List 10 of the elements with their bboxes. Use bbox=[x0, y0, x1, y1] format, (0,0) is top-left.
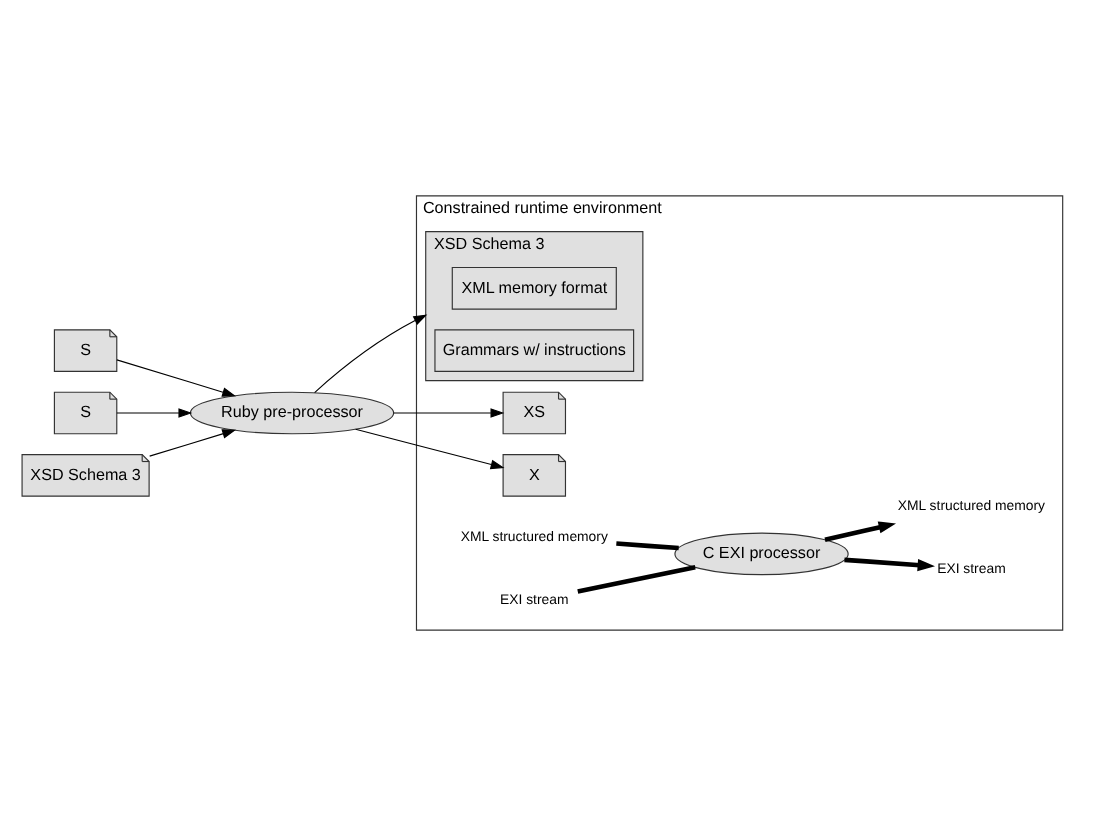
arrow bbox=[116, 407, 193, 417]
arrow bbox=[116, 358, 237, 396]
connector bbox=[616, 540, 679, 550]
arrow bbox=[314, 313, 428, 393]
arrow bbox=[393, 407, 505, 417]
arrow bbox=[824, 520, 896, 541]
connector bbox=[577, 564, 696, 593]
arrow bbox=[355, 427, 505, 469]
arrow bbox=[844, 556, 935, 571]
arrow bbox=[149, 428, 237, 456]
